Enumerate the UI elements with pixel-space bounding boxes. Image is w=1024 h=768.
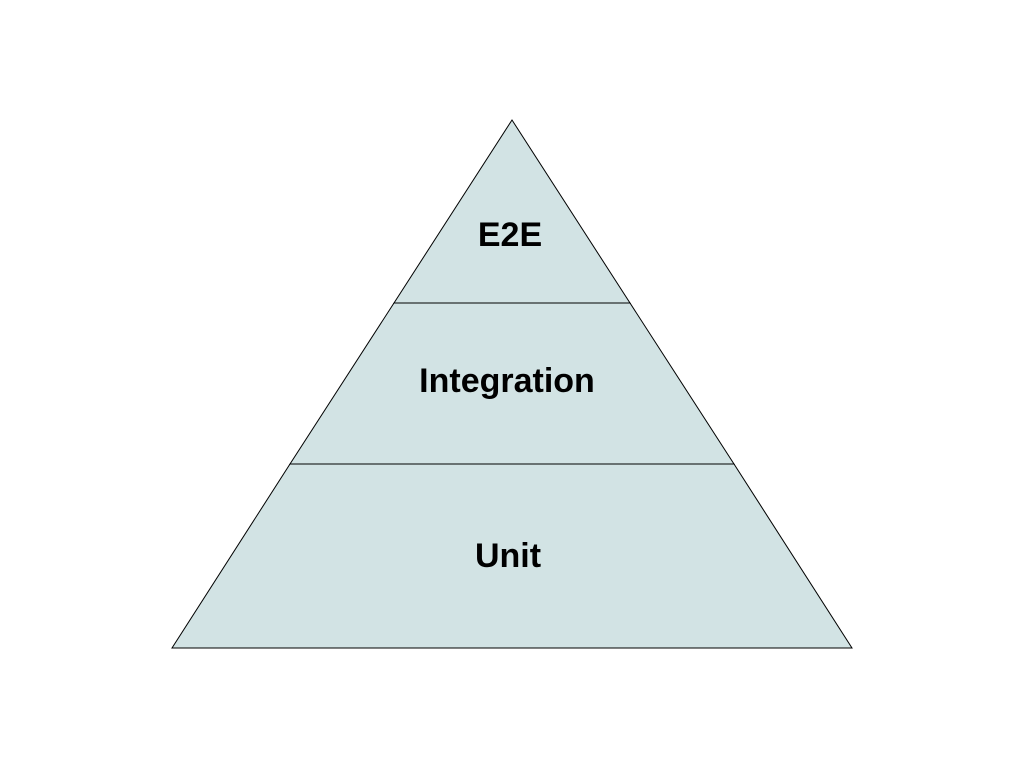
- layer-label-e2e: E2E: [478, 216, 542, 254]
- pyramid-layer-e2e: [393, 119, 631, 304]
- layer-label-integration: Integration: [419, 362, 595, 400]
- pyramid-layer-unit: [171, 463, 853, 649]
- layer-label-unit: Unit: [475, 537, 541, 575]
